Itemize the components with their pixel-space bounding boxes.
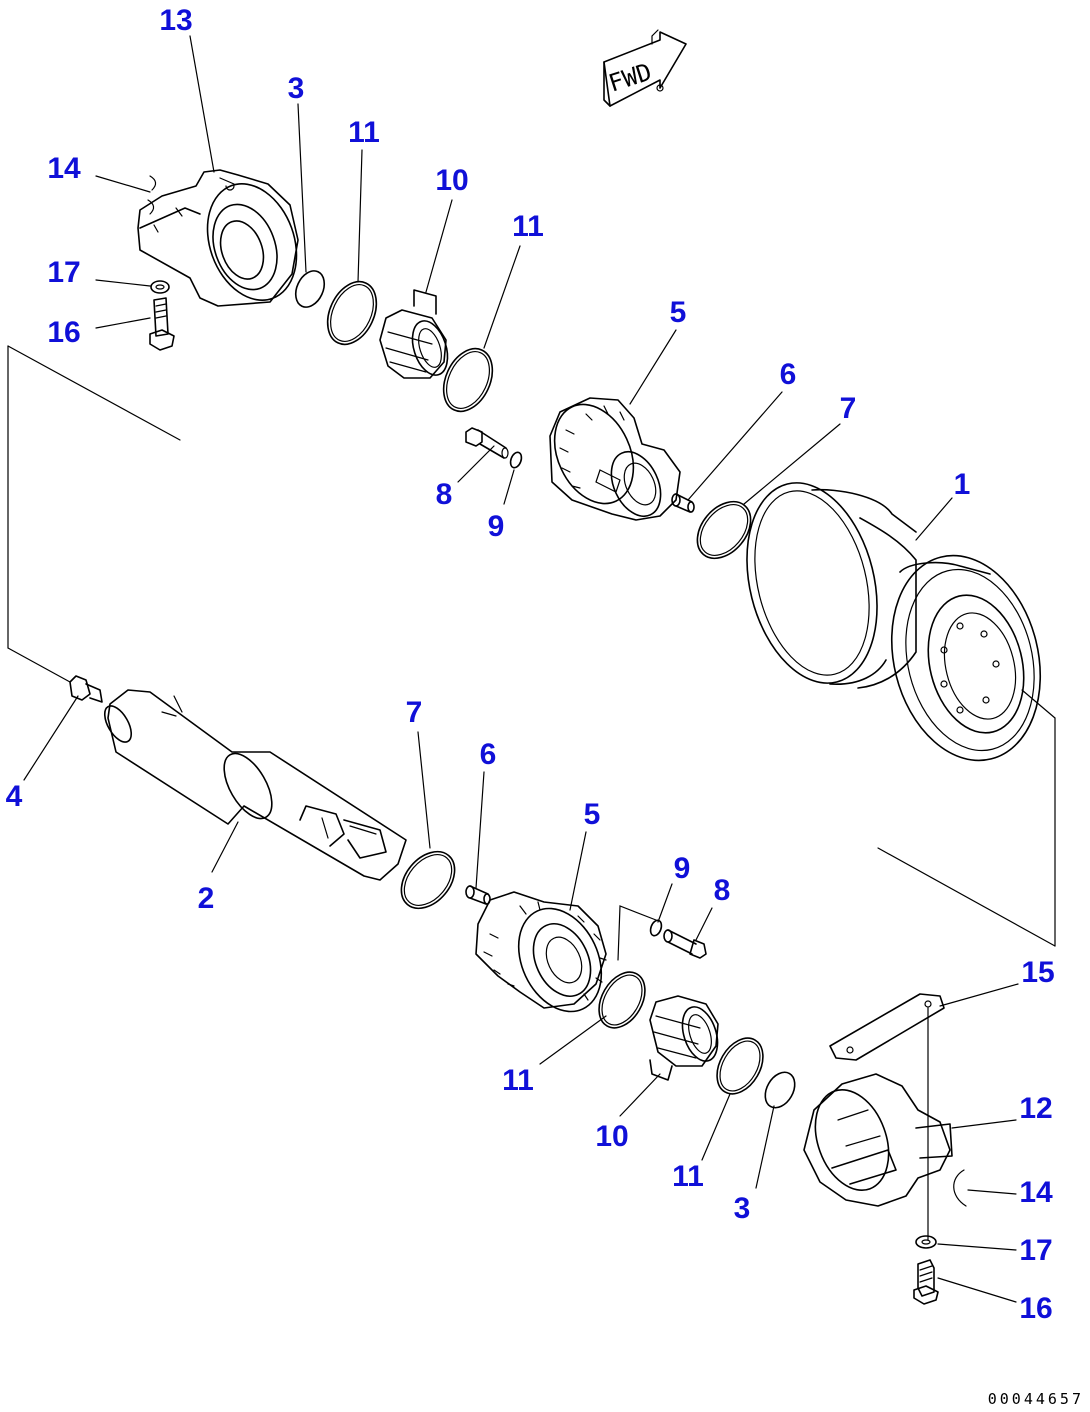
washer-9-upper — [509, 451, 523, 469]
collar-5-upper — [549, 397, 681, 521]
callout-11-upper-right: 11 — [512, 210, 544, 243]
o-ring-11-lower-left — [598, 971, 646, 1029]
callout-15: 15 — [1021, 956, 1054, 989]
bolt-8-upper — [465, 427, 509, 459]
pin-6-upper — [671, 493, 695, 513]
plug-4 — [69, 675, 103, 703]
fwd-label: FWD — [605, 58, 655, 98]
callout-6-upper: 6 — [780, 358, 797, 391]
callout-17-upper: 17 — [47, 256, 80, 289]
frame-lines — [7, 345, 1056, 947]
callout-11-upper-left: 11 — [348, 116, 380, 149]
o-ring-11-upper-right — [442, 347, 494, 413]
callout-17-lower: 17 — [1019, 1234, 1052, 1267]
callout-10-lower: 10 — [595, 1120, 628, 1153]
callout-8-upper: 8 — [436, 478, 453, 511]
callout-16-upper: 16 — [47, 316, 80, 349]
bolt-16-upper — [149, 297, 175, 351]
callout-1: 1 — [954, 468, 971, 501]
callout-3-upper: 3 — [288, 72, 305, 105]
callout-16-lower: 16 — [1019, 1292, 1052, 1325]
callout-5-upper: 5 — [670, 296, 687, 329]
callout-leaders — [23, 35, 1019, 1303]
o-ring-7-lower — [400, 850, 456, 910]
callout-8-lower: 8 — [714, 874, 731, 907]
fwd-arrow-icon: FWD — [603, 29, 687, 107]
callout-9-upper: 9 — [488, 510, 505, 543]
callout-3-lower: 3 — [734, 1192, 751, 1225]
track-roller-1 — [746, 482, 1042, 762]
o-ring-11-lower-right — [716, 1037, 764, 1095]
callout-numbers: 13 3 11 14 10 11 17 5 16 6 7 1 8 9 7 6 4… — [6, 4, 1055, 1325]
callout-6-lower: 6 — [480, 738, 497, 771]
collar-5-lower — [475, 891, 607, 1013]
callout-9-lower: 9 — [674, 852, 691, 885]
pin-6-lower — [465, 885, 491, 905]
bolt-8-lower — [663, 929, 707, 959]
callout-4: 4 — [6, 780, 23, 813]
guard-plate-15 — [829, 993, 945, 1061]
bolt-16-lower — [913, 1259, 939, 1305]
washer-9-lower — [617, 905, 663, 961]
callout-7-upper: 7 — [840, 392, 857, 425]
floating-seal-10-upper — [379, 289, 449, 379]
callout-10-upper: 10 — [435, 164, 468, 197]
callout-5-lower: 5 — [584, 798, 601, 831]
callout-11-lower-left: 11 — [502, 1064, 534, 1097]
ring-3-lower — [764, 1071, 796, 1109]
ring-3-upper — [294, 270, 326, 308]
callout-12: 12 — [1019, 1092, 1052, 1125]
lower-support-bracket — [803, 1073, 953, 1207]
document-id: 00044657 — [988, 1390, 1084, 1408]
washer-17-lower — [915, 1007, 937, 1249]
clip-14-lower — [953, 1169, 967, 1207]
floating-seal-10-lower — [649, 995, 719, 1081]
callout-14-upper: 14 — [47, 152, 81, 185]
callout-14-lower: 14 — [1019, 1176, 1053, 1209]
shaft-2 — [103, 689, 407, 881]
washer-17-upper — [150, 280, 170, 294]
o-ring-11-upper-left — [326, 280, 378, 346]
callout-13: 13 — [159, 4, 192, 37]
callout-11-lower-right: 11 — [672, 1160, 704, 1193]
callout-7-lower: 7 — [406, 696, 423, 729]
upper-support-bracket — [137, 169, 299, 307]
callout-2: 2 — [198, 882, 215, 915]
o-ring-7-upper — [696, 500, 752, 560]
